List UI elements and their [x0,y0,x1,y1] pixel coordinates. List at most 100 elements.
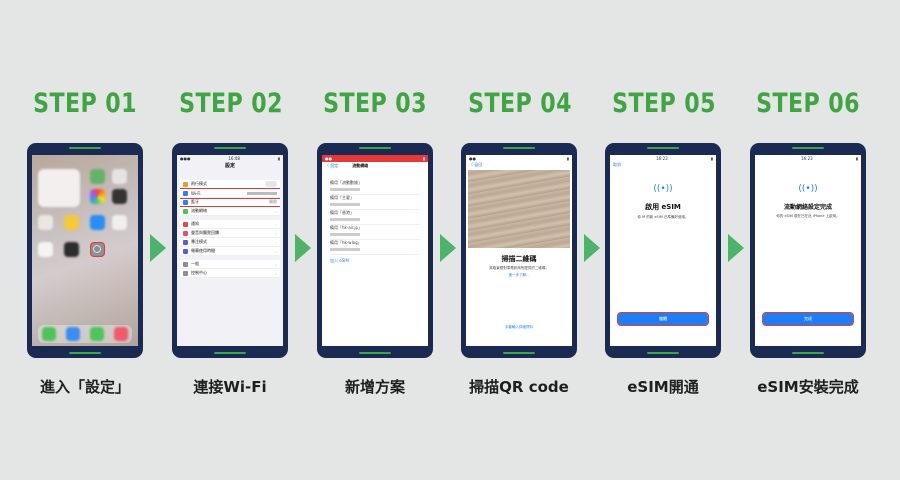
row-label: 飛行模式 [191,181,207,186]
scan-qr-screen: ●●▮ 〈 返回 掃描二維碼 將取景框對準電訊商所提供的二維碼。 進一步了解… … [466,155,572,346]
step-02-caption: 連接Wi-Fi [193,378,267,396]
arrow-icon [440,234,456,262]
esim-description: 你 M 的新 eSIM 已準備好使用。 [637,215,689,219]
sidebar-item-airplane[interactable]: 飛行模式 [180,180,280,189]
phone-step-02: ●●●16:08▮ 設定 飛行模式 Wi-Fi 藍牙 開啟 流動網絡› 通知› 聲… [172,143,288,358]
list-item[interactable]: 備用「主要」 [330,195,420,210]
sidebar-item-screen-time[interactable]: 螢幕使用時間› [180,247,280,256]
photos-app-icon[interactable] [90,189,105,204]
status-bar: ●●●16:08▮ [180,156,280,161]
sidebar-item-wifi[interactable]: Wi-Fi [180,188,280,199]
app-store-icon[interactable] [90,215,105,230]
row-label: Wi-Fi [191,190,201,196]
step-03-caption: 新增方案 [344,378,405,396]
scan-description: 將取景框對準電訊商所提供的二維碼。 [489,266,549,270]
list-item[interactable]: 備用「流動數據」 [330,180,420,195]
phone-step-06: 16:23▮ ((•)) 流動網絡設定完成 你的 eSIM 現在已在此 iPho… [750,143,866,358]
complete-title: 流動網絡設定完成 [783,204,832,211]
sidebar-item-sounds[interactable]: 聲音與觸覺回饋› [180,229,280,238]
list-item[interactable]: 備用「香港」 [330,210,420,225]
wallet-app-icon[interactable] [64,242,79,257]
plan-label: 備用「hk-air.jp」 [330,225,363,230]
status-time: 16:08 [228,156,240,161]
settings-screen: ●●●16:08▮ 設定 飛行模式 Wi-Fi 藍牙 開啟 流動網絡› 通知› 聲… [177,155,283,346]
plan-label: 備用「主要」 [330,195,354,200]
list-item[interactable]: 備用「hk-air.jp」 [330,225,420,240]
app-icon[interactable] [38,215,53,230]
add-esim-link[interactable]: 加入 eSIM [330,258,349,263]
messages-app-icon[interactable] [90,327,104,341]
step-04-caption: 掃描QR code [469,378,569,396]
settings-gear-icon[interactable] [90,242,105,257]
continue-button[interactable]: 繼續 [617,312,709,326]
plan-label: 備用「hk-wlog」 [330,240,362,245]
cellular-screen: ●●▮ 〈 設定 流動網絡 備用「流動數據」 備用「主要」 備用「香港」 備用「… [322,155,428,346]
manual-entry-link[interactable]: 手動輸入詳細資料 [505,325,533,329]
network-name-blurred [247,191,277,195]
maps-app-icon[interactable] [112,215,127,230]
phone-step-03: ●●▮ 〈 設定 流動網絡 備用「流動數據」 備用「主要」 備用「香港」 備用「… [317,143,433,358]
page-title: 設定 [224,163,235,169]
plan-list: 備用「流動數據」 備用「主要」 備用「香港」 備用「hk-air.jp」 備用「… [322,180,428,264]
settings-group: 通知› 聲音與觸覺回饋› 專注模式› 螢幕使用時間› [180,220,280,256]
list-item[interactable]: 備用「hk-wlog」 [330,240,420,255]
status-bar: 16:23▮ [656,156,713,161]
step-06-title: STEP 06 [756,88,860,119]
cellular-signal-icon: ((•)) [653,184,673,194]
row-label: 聲音與觸覺回饋 [191,230,219,235]
row-value: 開啟 [269,199,277,204]
widget [38,169,80,207]
settings-group: 一般› 控制中心› [180,260,280,278]
phone-step-05: 16:23▮ 取消 ((•)) 啟用 eSIM 你 M 的新 eSIM 已準備好… [605,143,721,358]
row-label: 通知 [191,221,199,226]
row-label: 流動網絡 [191,208,207,213]
camera-viewfinder [468,170,570,248]
music-app-icon[interactable] [114,327,128,341]
facetime-app-icon[interactable] [90,169,105,184]
cancel-button[interactable]: 取消 [613,162,621,167]
step-01-title: STEP 01 [33,88,137,119]
sidebar-item-notifications[interactable]: 通知› [180,220,280,229]
esim-title: 啟用 eSIM [645,203,681,211]
arrow-icon [584,234,600,262]
health-app-icon[interactable] [38,242,53,257]
back-button[interactable]: 〈 設定 [325,163,339,168]
camera-app-icon[interactable] [112,189,127,204]
dock [38,325,132,343]
arrow-icon [728,234,744,262]
toggle[interactable] [265,181,277,187]
phone-step-04: ●●▮ 〈 返回 掃描二維碼 將取景框對準電訊商所提供的二維碼。 進一步了解… … [461,143,577,358]
row-label: 螢幕使用時間 [191,248,215,253]
back-button[interactable]: 〈 返回 [469,162,483,167]
sidebar-item-general[interactable]: 一般› [180,260,280,269]
sidebar-item-focus[interactable]: 專注模式› [180,238,280,247]
step-03-title: STEP 03 [323,88,427,119]
status-bar: 16:23▮ [801,156,858,161]
step-06-caption: eSIM安裝完成 [757,378,859,396]
safari-app-icon[interactable] [66,327,80,341]
row-label: 藍牙 [191,199,199,204]
step-01-caption: 進入「設定」 [39,378,130,396]
activate-esim-screen: 16:23▮ 取消 ((•)) 啟用 eSIM 你 M 的新 eSIM 已準備好… [610,155,716,346]
step-05-title: STEP 05 [612,88,716,119]
step-02-title: STEP 02 [179,88,283,119]
plan-label: 備用「流動數據」 [330,180,362,185]
step-05-caption: eSIM開通 [627,378,699,396]
home-screen [32,155,138,346]
status-bar: ●●▮ [322,155,428,162]
arrow-icon [150,234,166,262]
notes-app-icon[interactable] [64,215,79,230]
row-label: 一般 [191,261,199,266]
calendar-app-icon[interactable] [112,169,127,184]
sidebar-item-cellular[interactable]: 流動網絡› [180,206,280,216]
sidebar-item-bluetooth[interactable]: 藍牙 開啟 [180,198,280,207]
setup-complete-screen: 16:23▮ ((•)) 流動網絡設定完成 你的 eSIM 現在已在此 iPho… [755,155,861,346]
step-04-title: STEP 04 [468,88,572,119]
done-button[interactable]: 完成 [762,312,854,326]
sidebar-item-control-center[interactable]: 控制中心› [180,269,280,278]
phone-app-icon[interactable] [42,327,56,341]
learn-more-link[interactable]: 進一步了解… [508,273,530,277]
phone-step-01 [27,143,143,358]
page-title: 流動網絡 [352,163,369,168]
cellular-signal-icon: ((•)) [798,184,818,194]
